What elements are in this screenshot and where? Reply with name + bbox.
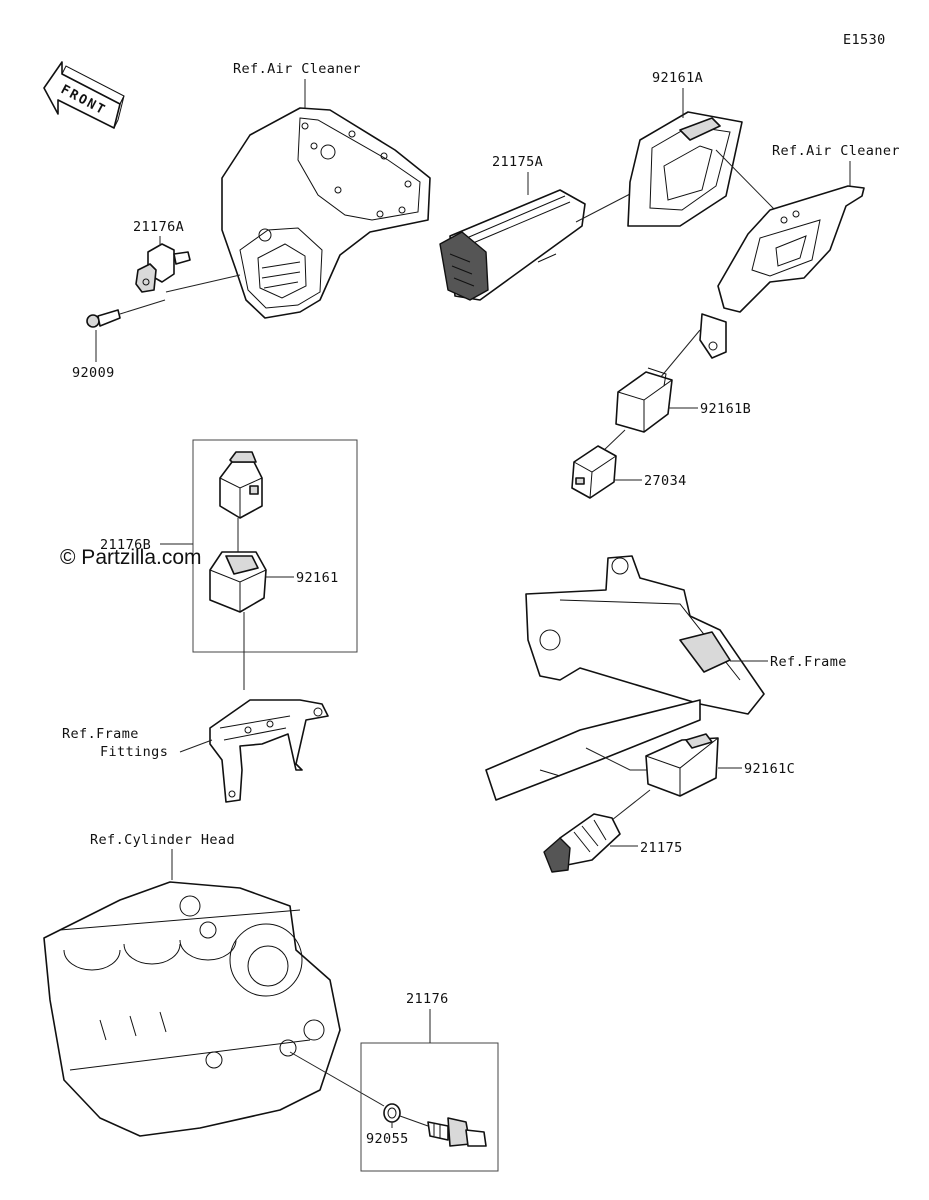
part-92055 xyxy=(383,1103,401,1123)
label-21176: 21176 xyxy=(406,991,449,1007)
group-box-21176B xyxy=(192,439,358,653)
label-27034: 27034 xyxy=(644,473,687,489)
label-ref-cylinder-head: Ref.Cylinder Head xyxy=(90,832,235,848)
label-92161A: 92161A xyxy=(652,70,703,86)
watermark: © Partzilla.com xyxy=(60,546,202,569)
label-21175: 21175 xyxy=(640,840,683,856)
part-21176A xyxy=(135,243,191,293)
label-92161C: 92161C xyxy=(744,761,795,777)
cylinder-head xyxy=(43,881,341,1137)
label-ref-frame-fittings-1: Ref.Frame xyxy=(62,726,139,742)
part-92161A xyxy=(627,111,743,227)
label-92055: 92055 xyxy=(366,1131,409,1147)
air-cleaner-housing xyxy=(221,107,431,319)
label-92161: 92161 xyxy=(296,570,339,586)
air-cleaner-bracket xyxy=(699,185,865,359)
label-21175A: 21175A xyxy=(492,154,543,170)
label-ref-frame-fittings-2: Fittings xyxy=(100,744,168,760)
part-92161C xyxy=(645,733,719,797)
label-21176A: 21176A xyxy=(133,219,184,235)
label-92161B: 92161B xyxy=(700,401,751,417)
front-arrow-icon: FRONT xyxy=(43,61,125,129)
part-92009 xyxy=(86,309,121,328)
label-21176B: 21176B xyxy=(100,537,151,553)
part-92161B xyxy=(615,367,673,433)
group-box-21176 xyxy=(360,1042,499,1172)
part-21176 xyxy=(427,1117,487,1147)
part-27034 xyxy=(571,445,617,499)
part-21176B xyxy=(219,451,263,519)
part-92161 xyxy=(209,551,267,613)
label-ref-air-cleaner-right: Ref.Air Cleaner xyxy=(772,143,900,159)
diagram-code: E1530 xyxy=(843,32,886,48)
part-21175A xyxy=(439,189,586,301)
label-92009: 92009 xyxy=(72,365,115,381)
label-ref-air-cleaner-top: Ref.Air Cleaner xyxy=(233,61,361,77)
frame-section xyxy=(485,555,765,801)
label-ref-frame: Ref.Frame xyxy=(770,654,847,670)
part-21175 xyxy=(543,813,621,873)
frame-fittings-bracket xyxy=(209,699,329,803)
